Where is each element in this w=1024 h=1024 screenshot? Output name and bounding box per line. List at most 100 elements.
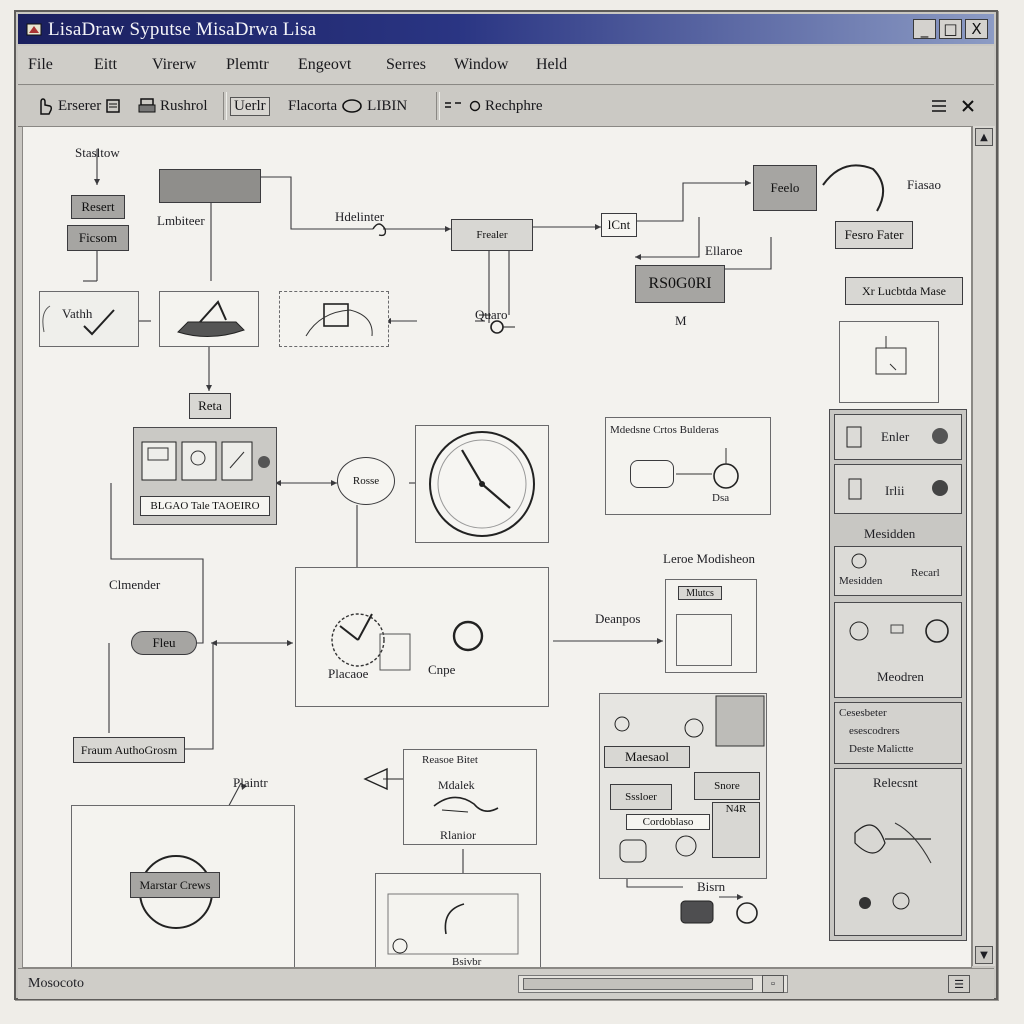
faltaler-node[interactable]: Frealer (451, 219, 533, 251)
scroll-up-icon[interactable]: ▲ (975, 128, 993, 146)
resize-icon[interactable]: ▫ (762, 975, 784, 993)
palette-check-label[interactable]: Deste Malictte (849, 743, 914, 755)
palette-entry-4[interactable]: Meodren (834, 602, 962, 698)
maximize-button[interactable]: □ (939, 19, 962, 39)
toolbar-delete-button[interactable] (960, 93, 976, 119)
diagram-canvas[interactable]: Stasltow Resert Ficsom Lmbiteer Hdelinte… (22, 126, 972, 968)
feeo-fater-node[interactable]: Fesro Fater (835, 221, 913, 249)
status-text: Mosocoto (28, 976, 84, 991)
device-panel[interactable] (839, 321, 939, 403)
display-node[interactable] (630, 460, 674, 488)
resert-node[interactable]: Resert (71, 195, 125, 219)
menu-bar: File Eitt Virerw Plemtr Engeovt Serres W… (18, 46, 994, 85)
placaoe-panel[interactable]: Placaoe Cnpe (295, 567, 549, 707)
connector-icon (479, 314, 515, 334)
menu-file[interactable]: File (28, 56, 53, 73)
marker-panel[interactable]: Marstar Crews (71, 805, 295, 967)
start-label: Stasltow (75, 145, 120, 160)
title-bar[interactable]: LisaDraw Syputse MisaDrwa Lisa _ □ X (18, 14, 994, 44)
status-bar: Mosocoto ▫ ☰ (18, 968, 994, 999)
plaintr-label: Plaintr (233, 775, 268, 790)
mesonl-node: Maesaol (604, 746, 690, 768)
palette-check-label[interactable]: esescodrers (849, 725, 900, 737)
clumder-label: Clmender (109, 577, 161, 592)
menu-window[interactable]: Window (454, 56, 509, 73)
tag-icon (846, 426, 862, 448)
vathh-label: Vathh (62, 306, 93, 321)
ellipse-icon (342, 99, 362, 113)
toolbar-erase-button[interactable]: Erserer (36, 93, 121, 119)
disatalk-node[interactable]: RS0G0RI (635, 265, 725, 303)
placaoe-label: Placaoe (328, 666, 369, 681)
toolbar-label: LIBIN (367, 97, 408, 114)
fleu-node[interactable]: Fleu (131, 631, 197, 655)
reta-node[interactable]: Reta (189, 393, 231, 419)
scroll-thumb[interactable] (523, 978, 753, 990)
toolbar-list-button[interactable] (930, 93, 948, 119)
tank-panel[interactable] (279, 291, 389, 347)
toolbar-uerlr-button[interactable]: Uerlr (230, 93, 270, 119)
palette-checks[interactable]: Cesesbeter esescodrers Deste Malictte (834, 702, 962, 764)
ficsom-node[interactable]: Ficsom (67, 225, 129, 251)
marker-node[interactable]: Marstar Crews (130, 872, 220, 898)
mdedaso-panel[interactable]: Mdedsne Crtos Bulderas Dsa (605, 417, 771, 515)
ship-panel[interactable] (159, 291, 259, 347)
m-label: M (675, 313, 687, 328)
palette-label: Irlii (885, 483, 905, 498)
gauge-icon (875, 336, 907, 375)
close-button[interactable]: X (965, 19, 988, 39)
palette-entry-3[interactable]: Mesidden Recarl (834, 546, 962, 596)
menu-help[interactable]: Held (536, 56, 568, 73)
toolbar-rushrol-button[interactable]: Rushrol (138, 93, 208, 119)
schematic-icons (614, 695, 765, 863)
palette-check-label[interactable]: Cesesbeter (839, 707, 887, 719)
rosse-node[interactable]: Rosse (337, 457, 395, 505)
minimize-button[interactable]: _ (913, 19, 936, 39)
clock-panel[interactable] (415, 425, 549, 543)
vertical-scrollbar[interactable]: ▲ ▼ (972, 126, 995, 966)
vathh-panel[interactable]: Vathh (39, 291, 139, 347)
mlutcs-panel[interactable]: Mlutcs (665, 579, 757, 673)
scroll-down-icon[interactable]: ▼ (975, 946, 993, 964)
toolbar-rechphre-button[interactable]: Rechphre (443, 93, 542, 119)
toolbar-label: Rechphre (485, 97, 543, 114)
schematic-panel[interactable]: Maesaol Snore Sssloer Cordoblaso N4R (599, 693, 767, 879)
feaso-panel[interactable]: Reasoe Bitet Mdalek Rlanior (403, 749, 537, 845)
lower-panel[interactable]: Bsivbr (375, 873, 541, 968)
menu-element[interactable]: Plemtr (226, 56, 269, 73)
fiasao-label: Fiasao (907, 177, 941, 192)
bldaro-console[interactable]: BLGAO Tale TAOEIRO (133, 427, 277, 525)
phone-icon (848, 478, 862, 500)
toolbar-flacorta-button[interactable]: Flacorta LIBIN (288, 93, 407, 119)
fasero-auto-node[interactable]: Fraum AuthoGrosm (73, 737, 185, 763)
sswesv-node: Sssloer (610, 784, 672, 810)
list-icon (932, 100, 946, 112)
palette-sidebar: Enler Irlii Mesidden Mesidden Recarl (829, 409, 967, 941)
palette-label: Enler (881, 429, 910, 444)
mlutcs-inner (676, 614, 732, 666)
horizontal-scrollbar[interactable] (518, 975, 788, 993)
feelo-node[interactable]: Feelo (753, 165, 817, 211)
deanpos-label: Deanpos (595, 611, 641, 626)
menu-view[interactable]: Virerw (152, 56, 197, 73)
palette-preview[interactable]: Relecsnt (834, 768, 962, 936)
menu-services[interactable]: Serres (386, 56, 426, 73)
palette-entry-1[interactable]: Enler (834, 414, 962, 460)
panel-toggle-icon[interactable]: ☰ (948, 975, 970, 993)
menu-insert[interactable]: Engeovt (298, 56, 352, 73)
menu-edit[interactable]: Eitt (94, 56, 118, 73)
sketch-icon (854, 822, 932, 910)
tank-icon (305, 303, 373, 337)
window-title: LisaDraw Syputse MisaDrwa Lisa (48, 19, 317, 40)
lucbe-node[interactable]: Xr Lucbtda Mase (845, 277, 963, 305)
ship-icon (177, 300, 245, 338)
mmlotsite-label: Mdalek (438, 778, 475, 792)
lamp-icon (932, 428, 948, 444)
bsivbr-label: Bsivbr (452, 956, 482, 968)
palette-entry-2[interactable]: Irlii (834, 464, 962, 514)
lcon-node[interactable]: lCnt (601, 213, 637, 237)
header-block[interactable] (159, 169, 261, 203)
snoer-node: Snore (694, 772, 760, 800)
delete-icon (962, 100, 974, 112)
grip-icon (445, 102, 461, 108)
